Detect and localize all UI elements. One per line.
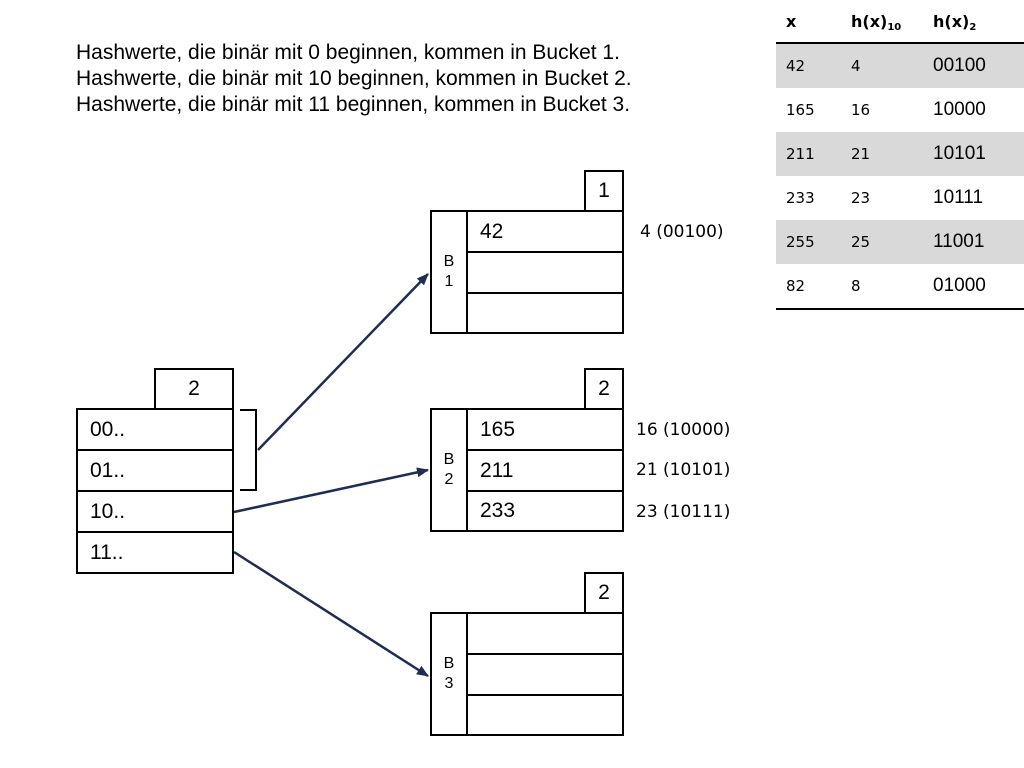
cell-h10: 25 xyxy=(841,220,923,264)
bucket-1-slot-1: 42 xyxy=(466,210,624,253)
intro-text: Hashwerte, die binär mit 0 beginnen, kom… xyxy=(76,40,632,118)
table-header-row: x h(x)10 h(x)2 xyxy=(776,0,1024,44)
cell-h2: 00100 xyxy=(923,43,1024,88)
intro-line-2: Hashwerte, die binär mit 10 beginnen, ko… xyxy=(76,67,632,90)
bucket-2-annotation-1: 16 (10000) xyxy=(636,420,731,440)
bucket-1-local-depth: 1 xyxy=(584,170,624,212)
column-header-x: x xyxy=(776,0,841,44)
cell-x: 82 xyxy=(786,277,806,295)
bucket-3-slot-3 xyxy=(466,694,624,736)
cell-x: 165 xyxy=(786,101,815,119)
cell-h10: 23 xyxy=(851,189,871,207)
arrow-to-bucket-2 xyxy=(233,467,429,514)
cell-h10: 4 xyxy=(841,43,923,88)
table-row: 42 4 00100 xyxy=(776,43,1024,88)
cell-h10: 16 xyxy=(851,101,871,119)
bucket-1-annotation: 4 (00100) xyxy=(640,222,724,242)
bucket-1-slot-3 xyxy=(466,292,624,334)
bucket-2-annotation-3: 23 (10111) xyxy=(636,502,731,522)
cell-h2: 01000 xyxy=(933,275,986,296)
cell-x: 42 xyxy=(776,43,841,88)
cell-h10: 8 xyxy=(851,277,861,295)
column-header-h2: h(x)2 xyxy=(923,0,1024,44)
bucket-2-local-depth: 2 xyxy=(584,368,624,410)
bucket-1-slot-2 xyxy=(466,251,624,294)
directory-global-depth: 2 xyxy=(154,368,234,410)
intro-line-3: Hashwerte, die binär mit 11 beginnen, ko… xyxy=(76,93,631,116)
column-header-h10: h(x)10 xyxy=(841,0,923,44)
cell-x: 233 xyxy=(786,189,815,207)
directory-entry-11: 11.. xyxy=(76,531,234,574)
arrow-to-bucket-3 xyxy=(233,550,429,678)
bucket-3-local-depth: 2 xyxy=(584,572,624,614)
directory-entry-10: 10.. xyxy=(76,490,234,533)
cell-h2: 11001 xyxy=(923,220,1024,264)
cell-x: 211 xyxy=(776,132,841,176)
directory-bracket xyxy=(240,409,257,491)
bucket-2-slot-1: 165 xyxy=(466,408,624,451)
directory-entry-00: 00.. xyxy=(76,408,234,451)
bucket-2-annotation-2: 21 (10101) xyxy=(636,460,731,480)
arrow-to-bucket-1 xyxy=(257,273,429,451)
hash-value-table: x h(x)10 h(x)2 42 4 00100 165 16 10000 2… xyxy=(776,0,1024,310)
cell-x: 255 xyxy=(776,220,841,264)
table-row: 211 21 10101 xyxy=(776,132,1024,176)
bucket-2-slot-2: 211 xyxy=(466,449,624,492)
intro-line-1: Hashwerte, die binär mit 0 beginnen, kom… xyxy=(76,41,620,64)
table-row: 255 25 11001 xyxy=(776,220,1024,264)
bucket-3-slot-1 xyxy=(466,612,624,655)
table-row: 233 23 10111 xyxy=(776,176,1024,220)
bucket-2-slot-3: 233 xyxy=(466,490,624,532)
table-row: 165 16 10000 xyxy=(776,88,1024,132)
cell-h2: 10000 xyxy=(933,99,986,120)
cell-h2: 10101 xyxy=(923,132,1024,176)
bucket-3-slot-2 xyxy=(466,653,624,696)
cell-h10: 21 xyxy=(841,132,923,176)
cell-h2: 10111 xyxy=(933,187,984,208)
directory-entry-01: 01.. xyxy=(76,449,234,492)
table-row: 82 8 01000 xyxy=(776,264,1024,309)
